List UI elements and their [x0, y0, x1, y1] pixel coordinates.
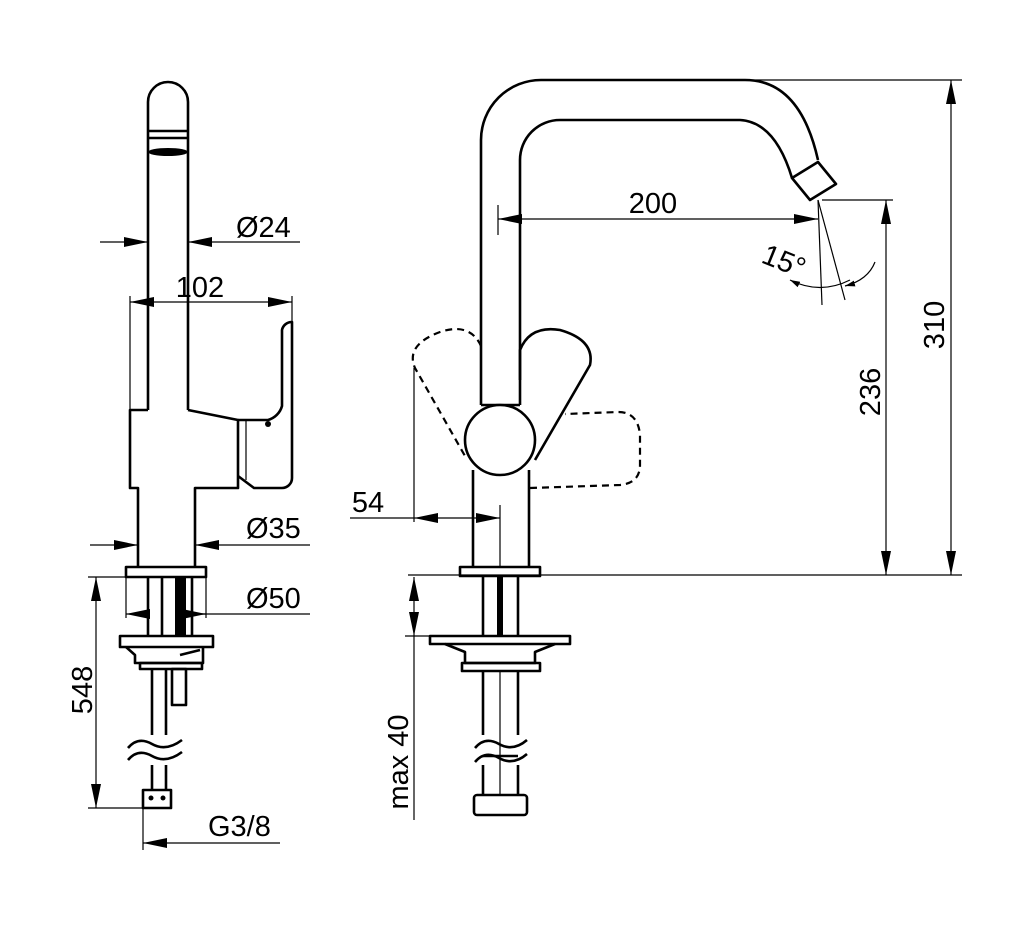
side-body: [128, 320, 294, 568]
dim-label-reach-depth: 102: [176, 272, 224, 304]
dim-outlet-angle: 15°: [757, 199, 876, 306]
dim-spout-reach: 200: [497, 188, 818, 235]
dim-total-height: 310: [745, 79, 962, 575]
dim-reach-depth: 102: [129, 272, 293, 410]
side-spout: [146, 80, 190, 410]
dim-spout-diameter: Ø24: [100, 212, 300, 247]
dim-label-outlet-height: 236: [855, 368, 887, 416]
dim-label-connection-thread: G3/8: [208, 811, 271, 843]
dim-max-deck-thickness: max 40: [383, 577, 430, 820]
dim-label-spout-reach: 200: [629, 188, 677, 220]
front-mounting: [428, 576, 572, 817]
dim-label-spout-diameter: Ø24: [236, 212, 291, 244]
front-levers: [411, 327, 642, 490]
dim-label-max-deck-thickness: max 40: [383, 714, 415, 809]
dim-label-base-diameter: Ø35: [246, 513, 301, 545]
dim-rosette-diameter: Ø50: [125, 577, 310, 619]
dim-label-outlet-angle: 15°: [757, 239, 810, 285]
dim-label-lever-offset: 54: [352, 487, 384, 519]
dim-outlet-height: 236: [822, 199, 893, 575]
front-view: 200 15° 236 310 54: [350, 78, 962, 820]
dim-connection-thread: G3/8: [142, 808, 280, 850]
dim-hose-length: 548: [67, 576, 143, 809]
front-body: [458, 470, 542, 578]
dim-label-hose-length: 548: [67, 666, 99, 714]
dim-lever-offset: 54: [350, 368, 500, 523]
dim-base-diameter: Ø35: [90, 513, 310, 550]
side-view: Ø24 102 Ø35 Ø50 548: [67, 80, 310, 850]
front-spout: [479, 78, 838, 407]
side-mounting: [118, 565, 215, 810]
dim-label-total-height: 310: [919, 301, 951, 349]
dim-label-rosette-diameter: Ø50: [246, 583, 301, 615]
